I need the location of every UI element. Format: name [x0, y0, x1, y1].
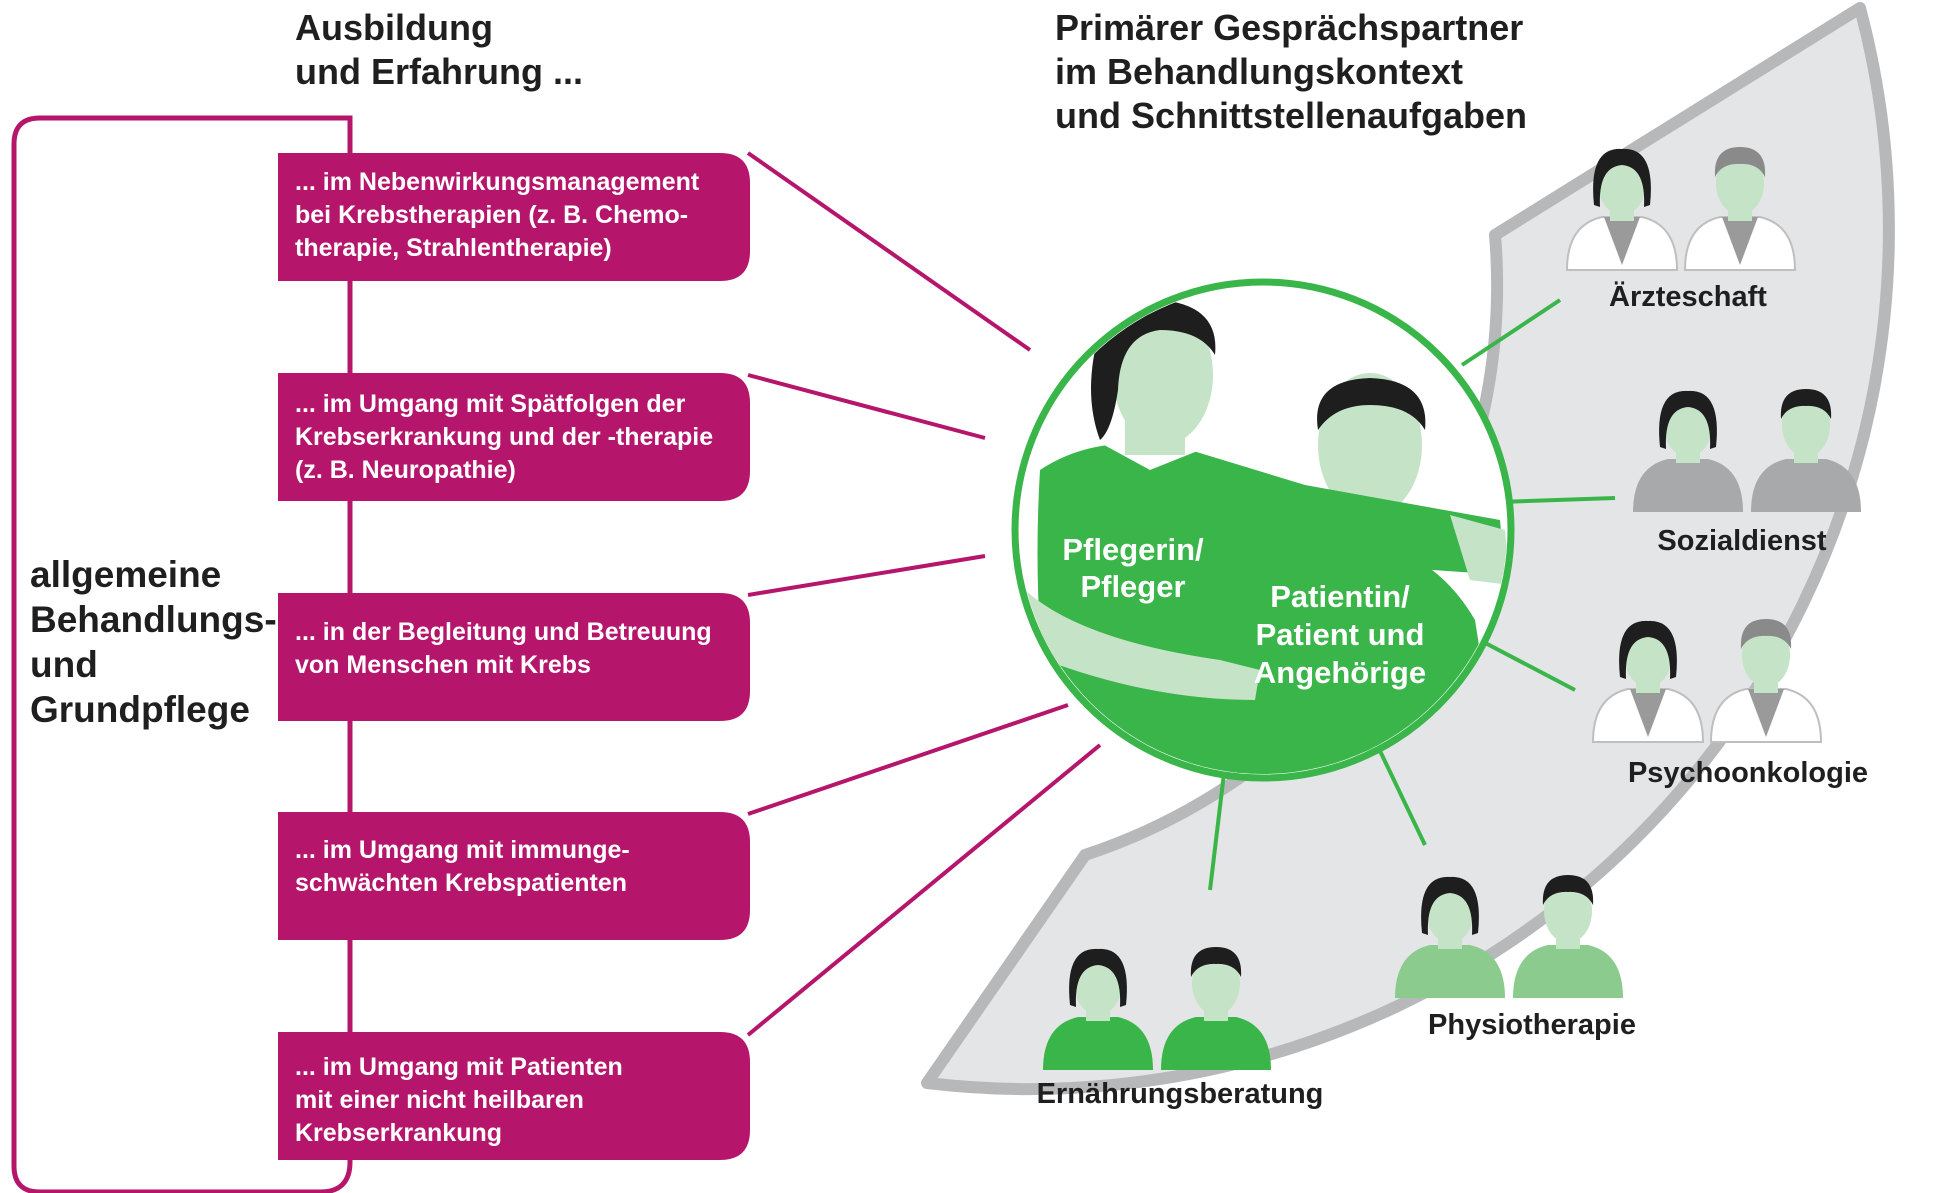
svg-text:... im Umgang mit Patienten: ... im Umgang mit Patienten: [295, 1053, 623, 1081]
psychooncologist-male-icon: [1709, 619, 1823, 743]
magenta-connectors: [746, 151, 1102, 1037]
svg-text:Ausbildung: Ausbildung: [295, 7, 493, 48]
svg-text:allgemeine: allgemeine: [30, 554, 221, 595]
heading-training: Ausbildung und Erfahrung ...: [295, 7, 583, 92]
svg-text:... im Umgang mit Spätfolgen d: ... im Umgang mit Spätfolgen der: [295, 390, 686, 418]
svg-text:... im Nebenwirkungsmanagement: ... im Nebenwirkungsmanagement: [295, 168, 700, 196]
experience-box-2: ... im Umgang mit Spätfolgen der Krebser…: [278, 373, 750, 501]
group-label-psychoonkologie: Psychoonkologie: [1628, 757, 1868, 789]
group-label-aerzteschaft: Ärzteschaft: [1609, 280, 1767, 313]
group-label-sozialdienst: Sozialdienst: [1657, 525, 1827, 557]
svg-text:von Menschen mit Krebs: von Menschen mit Krebs: [295, 651, 591, 679]
heading-partners: Primärer Gesprächspartner im Behandlungs…: [1055, 7, 1527, 136]
svg-text:therapie, Strahlentherapie): therapie, Strahlentherapie): [295, 234, 612, 262]
svg-text:Angehörige: Angehörige: [1254, 655, 1426, 690]
svg-text:... im Umgang mit immunge-: ... im Umgang mit immunge-: [295, 836, 630, 864]
social-worker-pair-icon: [1633, 389, 1861, 512]
group-label-ernaehrungsberatung: Ernährungsberatung: [1037, 1078, 1324, 1110]
svg-text:Primärer Gesprächspartner: Primärer Gesprächspartner: [1055, 7, 1523, 48]
nutrition-advisor-male-icon: [1161, 947, 1271, 1070]
experience-box-4: ... im Umgang mit immunge- schwächten Kr…: [278, 812, 750, 940]
svg-text:bei Krebstherapien (z. B. Chem: bei Krebstherapien (z. B. Chemo-: [295, 201, 688, 229]
svg-text:... in der Begleitung und Betr: ... in der Begleitung und Betreuung: [295, 618, 712, 646]
svg-text:und Erfahrung ...: und Erfahrung ...: [295, 51, 583, 92]
psychooncologist-female-icon: [1591, 620, 1705, 743]
social-worker-female-icon: [1633, 390, 1743, 512]
svg-text:(z. B. Neuropathie): (z. B. Neuropathie): [295, 456, 516, 484]
left-label: allgemeine Behandlungs- und Grundpflege: [30, 554, 277, 730]
svg-text:im Behandlungskontext: im Behandlungskontext: [1055, 51, 1463, 92]
doctor-male-icon: [1683, 147, 1797, 271]
psychooncologist-pair-icon: [1591, 619, 1823, 743]
svg-text:Grundpflege: Grundpflege: [30, 689, 250, 730]
patient-label: Patientin/ Patient und Angehörige: [1254, 579, 1426, 690]
group-label-physiotherapie: Physiotherapie: [1428, 1009, 1636, 1041]
social-worker-male-icon: [1751, 389, 1861, 512]
nutrition-advisor-pair-icon: [1043, 947, 1271, 1070]
nutrition-advisor-female-icon: [1043, 948, 1153, 1070]
svg-text:Patient und: Patient und: [1256, 617, 1425, 652]
nurse-figure: [1020, 300, 1507, 774]
experience-box-1: ... im Nebenwirkungsmanagement bei Krebs…: [278, 153, 750, 281]
experience-box-5: ... im Umgang mit Patienten mit einer ni…: [278, 1032, 750, 1160]
physiotherapist-pair-icon: [1395, 875, 1623, 998]
svg-text:und: und: [30, 644, 98, 685]
experience-box-3: ... in der Begleitung und Betreuung von …: [278, 593, 750, 721]
doctor-female-icon: [1565, 148, 1679, 271]
svg-text:Krebserkrankung: Krebserkrankung: [295, 1119, 502, 1147]
svg-text:Pfleger: Pfleger: [1080, 569, 1185, 604]
svg-text:Behandlungs-: Behandlungs-: [30, 599, 277, 640]
doctor-pair-icon: [1565, 147, 1797, 271]
physiotherapist-male-icon: [1513, 875, 1623, 998]
svg-text:Krebserkrankung und der -thera: Krebserkrankung und der -therapie: [295, 423, 713, 451]
svg-text:Patientin/: Patientin/: [1270, 579, 1410, 614]
left-bracket: [11, 115, 353, 1193]
nurse-label: Pflegerin/ Pfleger: [1062, 532, 1204, 604]
svg-text:mit einer nicht heilbaren: mit einer nicht heilbaren: [295, 1086, 584, 1114]
svg-text:schwächten Krebspatienten: schwächten Krebspatienten: [295, 869, 627, 897]
physiotherapist-female-icon: [1395, 876, 1505, 998]
svg-text:und Schnittstellenaufgaben: und Schnittstellenaufgaben: [1055, 95, 1527, 136]
svg-text:Pflegerin/: Pflegerin/: [1062, 532, 1204, 567]
